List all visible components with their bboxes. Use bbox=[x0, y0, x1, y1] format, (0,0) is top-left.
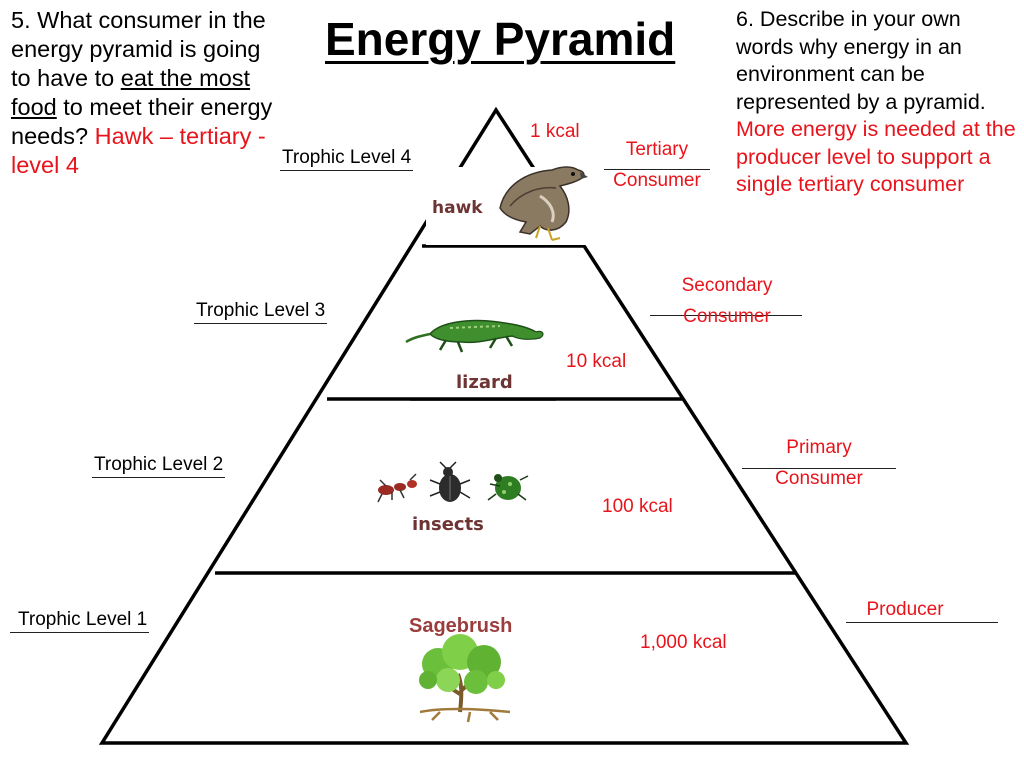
tree-icon bbox=[419, 634, 511, 723]
energy-level-4: 1 kcal bbox=[530, 121, 580, 142]
pyramid-outline bbox=[98, 106, 910, 745]
role-level-4-line2: Consumer bbox=[613, 170, 701, 191]
role-level-3: Secondary Consumer bbox=[662, 270, 792, 332]
role-level-2: Primary Consumer bbox=[755, 432, 883, 494]
energy-level-3: 10 kcal bbox=[566, 351, 627, 372]
caption-lizard: lizard bbox=[456, 372, 513, 393]
role-line-level-2 bbox=[742, 468, 896, 469]
question-6-text: Describe in your own words why energy in… bbox=[736, 7, 986, 114]
question-5: 5. What consumer in the energy pyramid i… bbox=[11, 6, 273, 180]
role-line-level-3 bbox=[650, 315, 802, 316]
role-line-level-4 bbox=[604, 169, 710, 170]
role-level-3-line2: Consumer bbox=[683, 306, 771, 327]
energy-level-1: 1,000 kcal bbox=[640, 632, 727, 653]
lizard-icon bbox=[405, 319, 544, 353]
role-level-3-line1: Secondary bbox=[681, 275, 773, 296]
question-6-number: 6. bbox=[736, 7, 754, 31]
green-beetle-icon bbox=[487, 474, 529, 501]
caption-insects: insects bbox=[412, 514, 484, 535]
question-5-text-part1: What consumer in the energy pyramid is g… bbox=[11, 7, 266, 91]
beetle-icon bbox=[429, 461, 471, 502]
question-5-number: 5. bbox=[11, 7, 31, 33]
caption-hawk: hawk bbox=[432, 198, 483, 218]
trophic-level-3-label: Trophic Level 3 bbox=[194, 300, 328, 324]
role-level-2-line1: Primary bbox=[786, 437, 852, 458]
lizard-caption-line bbox=[410, 400, 556, 401]
role-level-1: Producer bbox=[850, 594, 960, 625]
question-6-answer: More energy is needed at the producer le… bbox=[736, 117, 1016, 196]
role-level-2-line2: Consumer bbox=[775, 468, 863, 489]
hawk-icon bbox=[499, 166, 588, 241]
role-level-4-line1: Tertiary bbox=[625, 139, 689, 160]
question-5-underlined: eat the most food bbox=[11, 65, 251, 120]
role-level-1-line1: Producer bbox=[866, 599, 944, 620]
page-title: Energy Pyramid bbox=[325, 13, 676, 65]
ant-icon bbox=[377, 473, 417, 503]
trophic-level-4-label: Trophic Level 4 bbox=[280, 147, 414, 171]
role-line-level-1 bbox=[846, 622, 998, 623]
caption-sagebrush: Sagebrush bbox=[409, 615, 513, 637]
question-5-text-part2: to meet their energy needs? bbox=[11, 94, 273, 149]
energy-level-2: 100 kcal bbox=[602, 496, 673, 517]
role-level-4: Tertiary Consumer bbox=[602, 134, 712, 196]
question-5-answer: Hawk – tertiary - level 4 bbox=[11, 123, 266, 178]
trophic-level-1-label: Trophic Level 1 bbox=[10, 609, 150, 633]
question-6: 6. Describe in your own words why energy… bbox=[736, 6, 1022, 199]
trophic-level-2-label: Trophic Level 2 bbox=[92, 454, 226, 478]
